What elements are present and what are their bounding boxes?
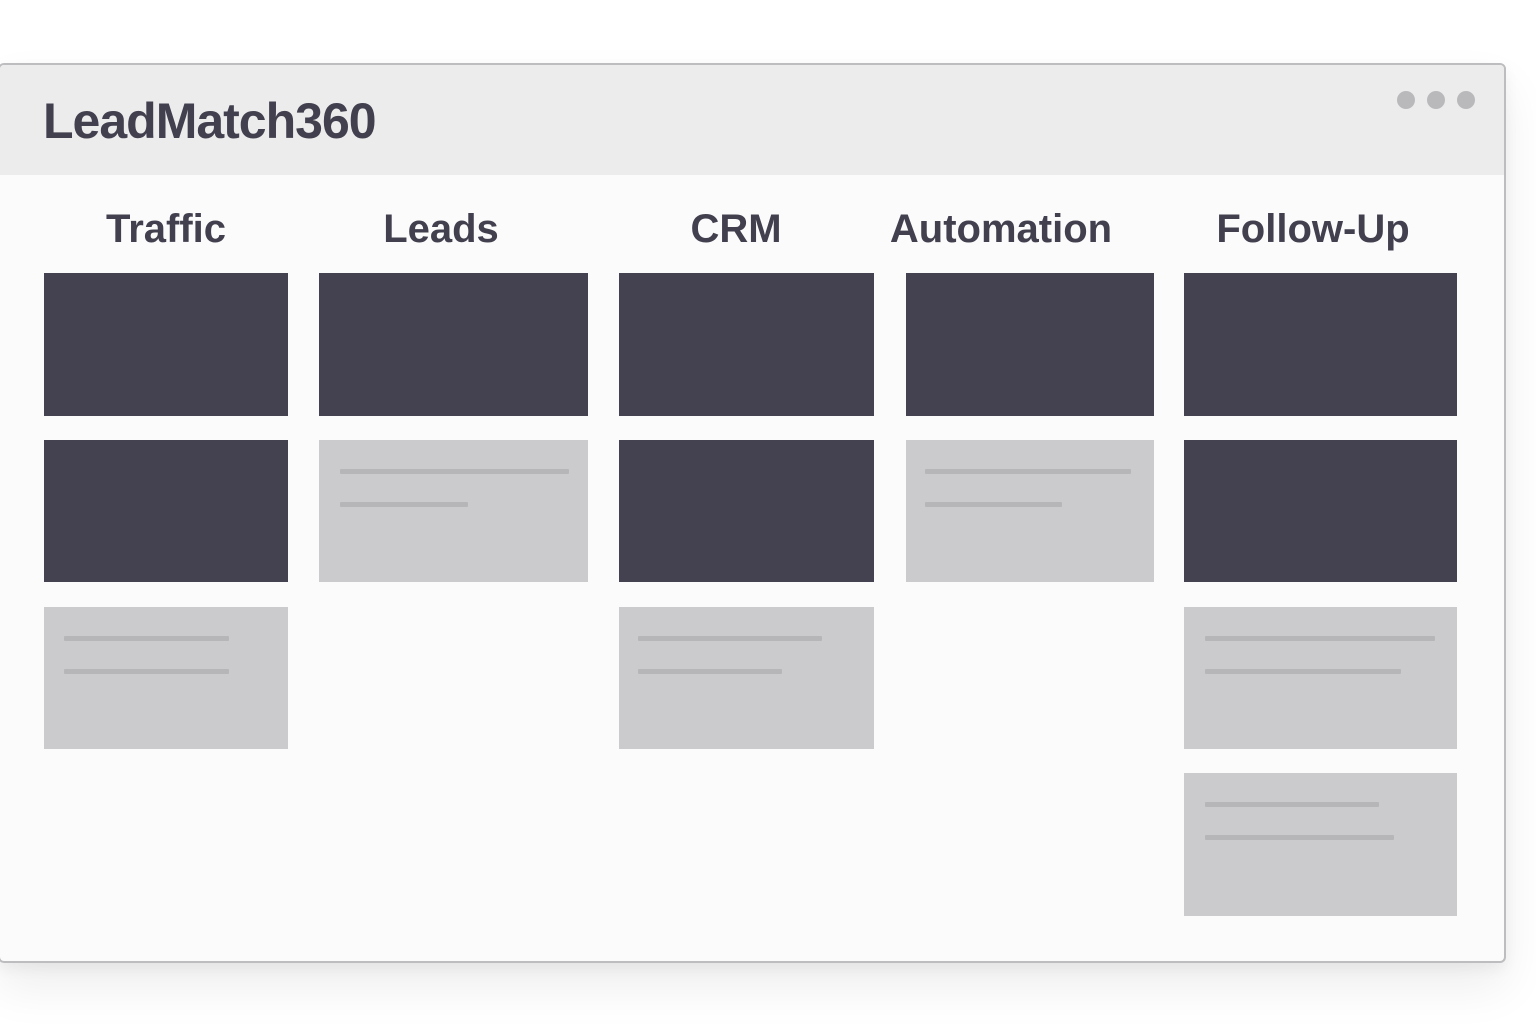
placeholder-line <box>1205 835 1394 840</box>
title-bar: LeadMatch360 <box>0 65 1504 175</box>
card-follow-up-2[interactable] <box>1184 440 1457 582</box>
card-crm-1[interactable] <box>619 273 874 416</box>
placeholder-line <box>638 636 822 641</box>
card-leads-2[interactable] <box>319 440 588 582</box>
app-window: LeadMatch360 Traffic Leads CRM Automatio… <box>0 63 1506 963</box>
card-automation-2[interactable] <box>906 440 1154 582</box>
window-dot-icon[interactable] <box>1457 91 1475 109</box>
placeholder-line <box>638 669 782 674</box>
placeholder-line <box>1205 669 1401 674</box>
card-traffic-1[interactable] <box>44 273 288 416</box>
window-menu[interactable] <box>1397 91 1475 109</box>
placeholder-line <box>340 469 569 474</box>
card-follow-up-1[interactable] <box>1184 273 1457 416</box>
column-header-leads: Leads <box>383 207 499 251</box>
card-crm-3[interactable] <box>619 607 874 749</box>
window-dot-icon[interactable] <box>1427 91 1445 109</box>
placeholder-line <box>64 636 229 641</box>
placeholder-line <box>64 669 229 674</box>
placeholder-line <box>340 502 468 507</box>
card-follow-up-3[interactable] <box>1184 607 1457 749</box>
card-traffic-2[interactable] <box>44 440 288 582</box>
placeholder-line <box>1205 802 1379 807</box>
column-header-traffic: Traffic <box>105 207 227 251</box>
placeholder-line <box>925 502 1062 507</box>
card-follow-up-4[interactable] <box>1184 773 1457 916</box>
card-crm-2[interactable] <box>619 440 874 582</box>
column-header-follow-up: Follow-Up <box>1216 207 1410 251</box>
app-title: LeadMatch360 <box>43 93 377 149</box>
column-header-automation: Automation <box>889 207 1113 251</box>
card-leads-1[interactable] <box>319 273 588 416</box>
placeholder-line <box>1205 636 1435 641</box>
card-automation-1[interactable] <box>906 273 1154 416</box>
placeholder-line <box>925 469 1131 474</box>
window-dot-icon[interactable] <box>1397 91 1415 109</box>
card-traffic-3[interactable] <box>44 607 288 749</box>
column-header-crm: CRM <box>690 207 782 251</box>
